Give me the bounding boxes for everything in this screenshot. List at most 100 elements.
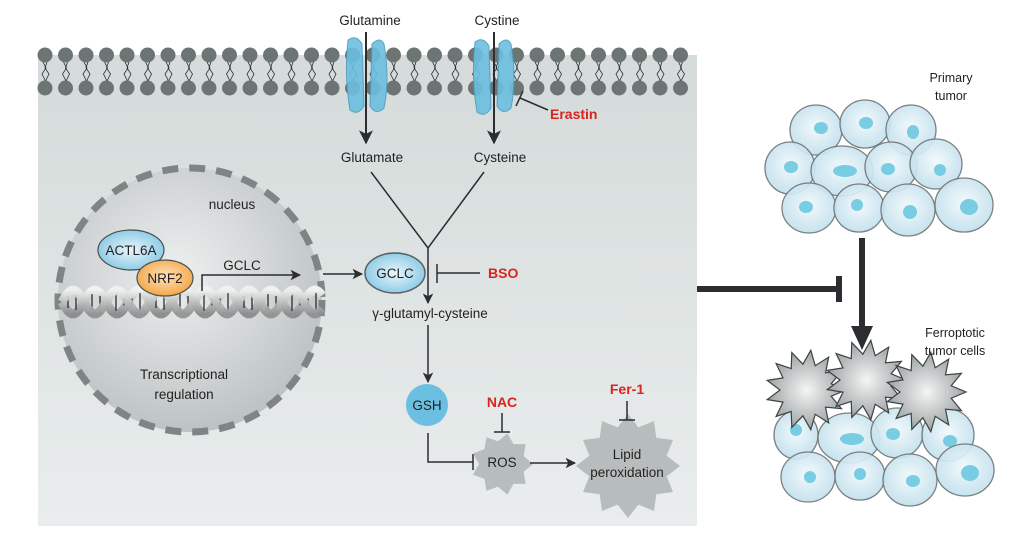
gsh-label: GSH	[412, 398, 441, 413]
tumor-nucleus	[934, 164, 946, 176]
primary-tumor-label-line1: Primary	[929, 71, 973, 85]
tumor-nucleus	[799, 201, 813, 213]
gclc-enzyme-label: GCLC	[376, 266, 414, 281]
tumor-nucleus	[881, 163, 895, 175]
tumor-nucleus	[886, 428, 900, 440]
ferroptotic-tumor-cells	[765, 338, 995, 507]
ferroptotic-cell	[885, 350, 968, 434]
erastin-inhibition-line	[519, 97, 549, 111]
lipid-head	[201, 80, 217, 96]
lipid-head	[386, 47, 401, 63]
lipid-head	[58, 80, 73, 96]
lipid-head	[550, 47, 565, 63]
tumor-nucleus	[906, 475, 920, 487]
lipid-head	[160, 80, 176, 96]
tumor-nucleus	[814, 122, 828, 134]
tumor-cell	[909, 138, 963, 190]
lipid-head	[673, 47, 688, 63]
lipid-head	[529, 80, 545, 96]
lipid-head	[591, 47, 606, 63]
dna-strand	[58, 285, 326, 319]
lipid-head	[632, 80, 647, 96]
lipid-head	[283, 47, 299, 63]
dna-helix	[58, 285, 326, 319]
lipid-head	[447, 47, 463, 63]
lipid-head	[181, 47, 196, 63]
lipid-head	[324, 80, 340, 96]
lipid-head	[447, 80, 463, 96]
nucleus-label: nucleus	[209, 197, 256, 212]
lipid-head	[304, 47, 319, 63]
lipid-head	[160, 47, 176, 63]
tumor-nucleus	[854, 468, 866, 480]
lipid-head	[652, 80, 668, 96]
lipid-head	[632, 47, 647, 63]
lipid-head	[99, 80, 114, 96]
tumor-nucleus	[903, 205, 917, 219]
lipid-head	[222, 80, 237, 96]
tumor-nucleus	[784, 161, 798, 173]
lipid-head	[263, 80, 278, 96]
primary-to-ferroptotic-arrowhead	[851, 326, 873, 350]
lipid-head	[242, 80, 258, 96]
lipid-label-line1: Lipid	[613, 447, 642, 462]
actl6a-protein	[97, 229, 165, 271]
ferroptotic-cell	[825, 338, 908, 422]
tumor-nucleus	[960, 199, 978, 215]
glutamine-transporter	[345, 37, 388, 113]
lipid-head	[304, 80, 319, 96]
gclc-transcription-arrow	[201, 269, 302, 291]
gamma-glutamyl-cysteine-label: γ-glutamyl-cysteine	[372, 306, 488, 321]
lipid-head	[242, 47, 258, 63]
actl6a-label: ACTL6A	[105, 243, 156, 258]
lipid-label-line2: peroxidation	[590, 465, 664, 480]
tumor-nucleus	[961, 465, 979, 481]
gsh-molecule	[406, 384, 448, 426]
lipid-head	[201, 47, 217, 63]
lipid-head	[140, 47, 155, 63]
lipid-head	[406, 47, 422, 63]
cysteine-label: Cysteine	[474, 150, 527, 165]
lipid-head	[99, 47, 114, 63]
lipid-head	[550, 80, 565, 96]
lipid-head	[529, 47, 545, 63]
nrf2-protein	[136, 259, 194, 297]
nac-label: NAC	[487, 394, 517, 410]
lipid-head	[140, 80, 155, 96]
lipid-head	[222, 47, 237, 63]
lipid-head	[78, 47, 94, 63]
lipid-head	[673, 80, 688, 96]
lipid-head	[427, 47, 442, 63]
glutamate-label: Glutamate	[341, 150, 403, 165]
lipid-head	[37, 47, 53, 63]
lipid-head	[58, 47, 73, 63]
tumor-nucleus	[833, 165, 857, 177]
glutamine-label: Glutamine	[339, 13, 401, 28]
lipid-peroxidation-splat	[576, 414, 680, 518]
erastin-label: Erastin	[550, 106, 597, 122]
lipid-head	[570, 47, 586, 63]
fer1-label: Fer-1	[610, 381, 644, 397]
cystine-transporter	[472, 39, 515, 115]
lipid-head	[386, 80, 401, 96]
lipid-head	[283, 80, 299, 96]
gsh-inhibits-ros-line	[427, 433, 473, 463]
lipid-head	[181, 80, 196, 96]
ros-splat	[472, 433, 533, 495]
lipid-head	[324, 47, 340, 63]
lipid-head	[611, 80, 627, 96]
lipid-head	[406, 80, 422, 96]
gclc-gene-label: GCLC	[223, 258, 261, 273]
lipid-head	[611, 47, 627, 63]
primary-tumor-cells	[764, 99, 994, 237]
lipid-head	[78, 80, 94, 96]
lipid-head	[263, 47, 278, 63]
cystine-label: Cystine	[474, 13, 519, 28]
ferroptotic-label-line2: tumor cells	[925, 344, 985, 358]
tumor-nucleus	[859, 117, 873, 129]
nrf2-label: NRF2	[147, 271, 182, 286]
bso-label: BSO	[488, 265, 518, 281]
lipid-head	[591, 80, 606, 96]
tumor-nucleus	[840, 433, 864, 445]
